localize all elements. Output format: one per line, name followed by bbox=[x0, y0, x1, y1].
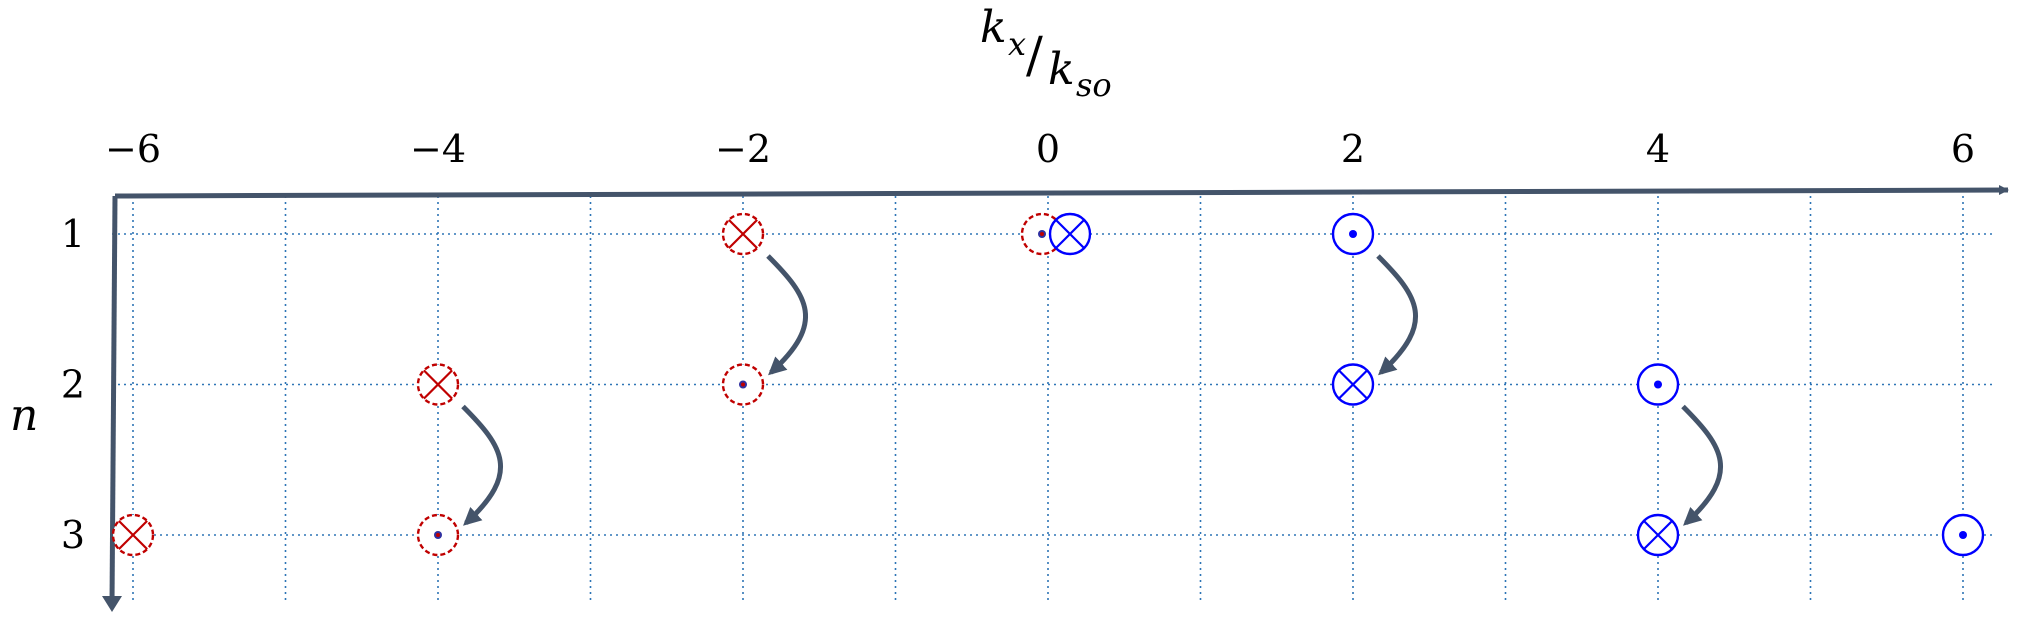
y-tick-labels: 1 2 3 bbox=[61, 212, 85, 557]
transition-arrow bbox=[1681, 404, 1724, 526]
y-tick-label: 2 bbox=[61, 363, 85, 407]
axis-title: k x / k so bbox=[980, 2, 1112, 104]
markers bbox=[111, 212, 1985, 557]
axis-title-denominator: k bbox=[1048, 44, 1075, 95]
red-cross-marker bbox=[111, 513, 155, 557]
x-tick-label: 4 bbox=[1646, 127, 1670, 171]
axis-title-denominator-sub: so bbox=[1076, 66, 1112, 104]
blue-dot-marker bbox=[1636, 363, 1680, 406]
red-dot-marker bbox=[416, 513, 460, 557]
x-tick-label: −2 bbox=[715, 127, 771, 171]
transition-arrow bbox=[461, 404, 504, 526]
grid bbox=[112, 196, 1992, 604]
x-tick-label: 0 bbox=[1036, 127, 1060, 171]
blue-cross-marker bbox=[1048, 212, 1092, 256]
row-axis-title: n bbox=[10, 390, 38, 441]
x-tick-label: 6 bbox=[1951, 127, 1975, 171]
red-cross-marker bbox=[721, 212, 765, 256]
x-axis bbox=[114, 185, 2009, 199]
x-tick-labels: −6 −4 −2 0 2 4 6 bbox=[105, 127, 1975, 171]
y-axis bbox=[109, 195, 118, 605]
axis-title-numerator-sub: x bbox=[1008, 25, 1026, 63]
y-axis-arrowhead bbox=[102, 596, 122, 612]
x-tick-label: 2 bbox=[1341, 127, 1365, 171]
blue-dot-marker bbox=[1941, 513, 1985, 557]
red-dot-marker bbox=[721, 363, 765, 406]
transition-arrow bbox=[766, 254, 809, 376]
blue-cross-marker bbox=[1331, 363, 1375, 406]
axis-title-numerator: k bbox=[980, 2, 1007, 53]
transitions bbox=[461, 254, 1724, 526]
y-tick-label: 3 bbox=[61, 513, 85, 557]
blue-cross-marker bbox=[1636, 513, 1680, 557]
x-tick-label: −4 bbox=[410, 127, 466, 171]
red-cross-marker bbox=[416, 363, 460, 406]
transition-arrow bbox=[1376, 254, 1419, 376]
axis-title-slash: / bbox=[1026, 26, 1043, 84]
blue-dot-marker bbox=[1331, 212, 1375, 256]
x-tick-label: −6 bbox=[105, 127, 161, 171]
y-tick-label: 1 bbox=[61, 212, 85, 256]
